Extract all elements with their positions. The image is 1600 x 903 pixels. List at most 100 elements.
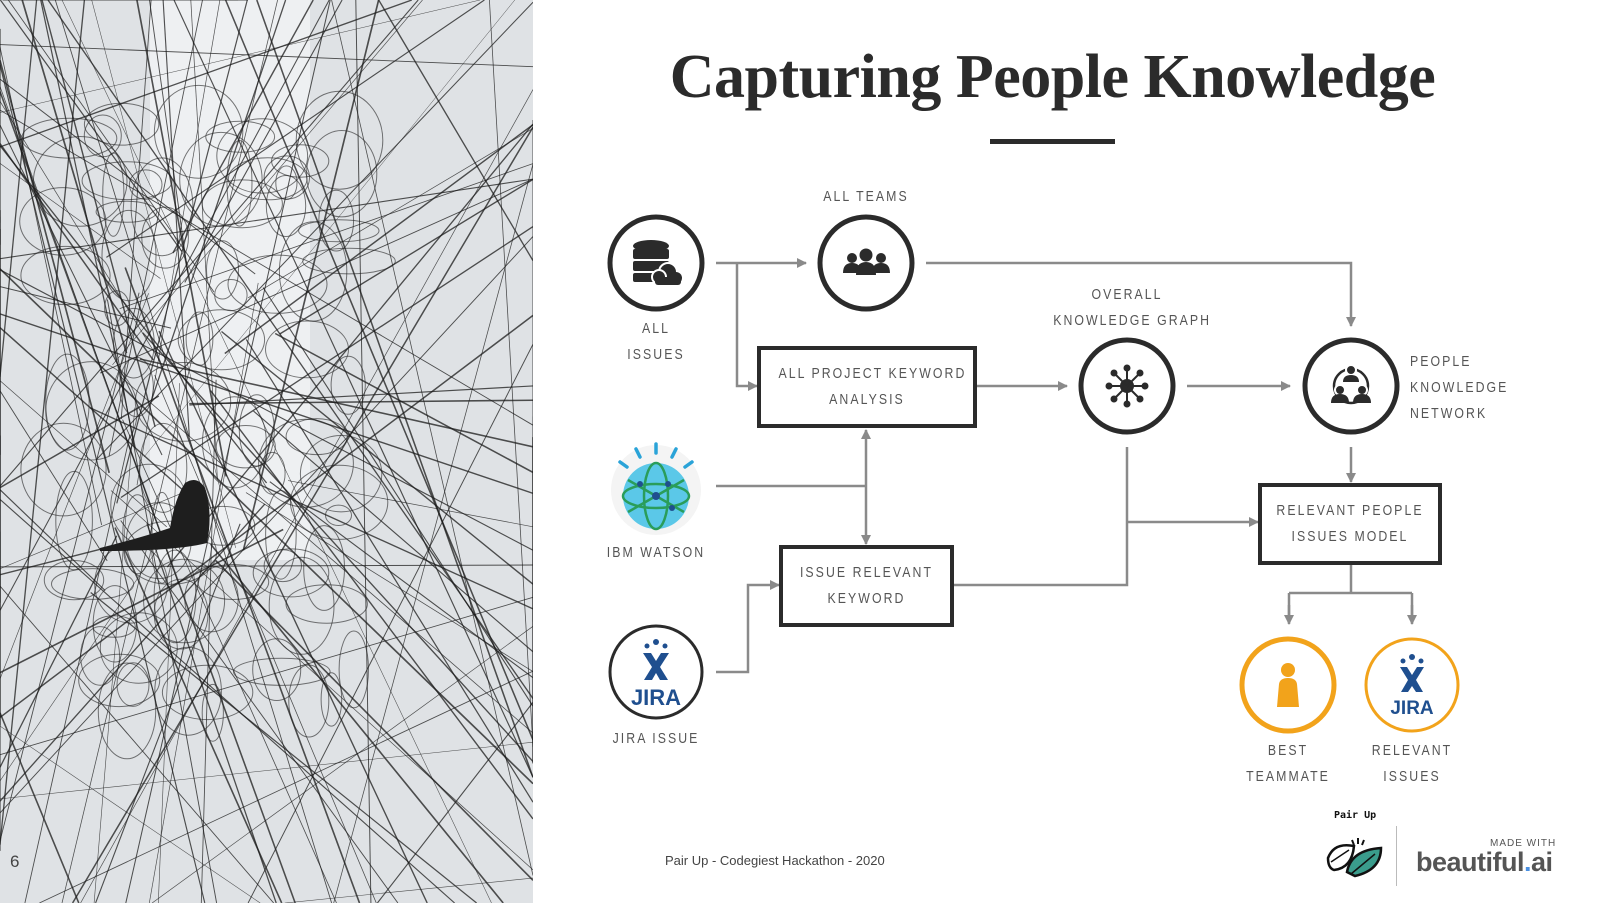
photo-detail: [177, 309, 266, 371]
all-teams-node: [817, 214, 915, 312]
connectors: [716, 258, 1417, 674]
photo-detail: [19, 187, 107, 256]
jira-logo-icon: JIRA: [1390, 654, 1434, 719]
photo-detail: [0, 535, 118, 768]
ibm-watson-node: [611, 442, 701, 535]
photo-detail: [92, 615, 136, 638]
photo-detail: [141, 206, 189, 269]
photo-detail: [116, 0, 248, 504]
photo-detail: [124, 267, 361, 903]
photo-detail: [189, 399, 533, 405]
photo-detail: [116, 662, 150, 707]
jira-issue-label: JIRA ISSUE: [612, 730, 700, 747]
beautiful-ai-logo[interactable]: beautiful.ai: [1416, 847, 1553, 877]
photo-detail: [153, 84, 244, 179]
photo-detail: [0, 293, 149, 680]
photo-detail: [149, 0, 189, 273]
photo-detail: [0, 91, 296, 903]
photo-detail: [226, 140, 253, 227]
photo-detail: [338, 630, 369, 709]
photo-detail: [139, 358, 533, 448]
photo-detail: [0, 564, 533, 568]
photo-detail: [275, 165, 298, 200]
slide-footer: Pair Up - Codegiest Hackathon - 2020: [665, 853, 885, 868]
photo-detail: [227, 254, 328, 314]
photo-detail: [0, 596, 533, 756]
photo-detail: [80, 626, 121, 686]
arrow-issues-to-keyword-analysis: [735, 263, 758, 391]
photo-detail: [123, 520, 217, 585]
photo-detail: [0, 292, 140, 842]
photo-detail: [0, 0, 419, 487]
photo-detail: [253, 410, 533, 653]
photo-detail: [0, 178, 533, 260]
photo-detail: [0, 0, 413, 148]
jira-logo-icon: JIRA: [631, 639, 681, 710]
photo-detail: [45, 361, 138, 461]
photo-detail: [112, 0, 423, 366]
photo-detail: [40, 0, 136, 449]
photo-detail: [247, 128, 533, 299]
hub-network-icon: [1105, 364, 1149, 408]
team-icon: [843, 248, 890, 275]
jira-issue-node: JIRA: [608, 624, 704, 720]
photo-detail: [95, 1, 533, 461]
photo-detail: [232, 657, 331, 686]
photo-detail: [489, 0, 533, 747]
made-with-label: MADE WITH: [1490, 838, 1557, 849]
photo-detail: [265, 320, 349, 379]
photo-detail: [120, 0, 152, 420]
photo-detail: [100, 479, 210, 551]
line-issue-keyword-to-graph: [954, 447, 1129, 587]
photo-detail: [268, 556, 335, 655]
photo-detail: [285, 584, 368, 624]
photo-detail: [41, 0, 156, 427]
photo-detail: [295, 90, 384, 190]
photo-detail: [128, 169, 163, 200]
photo-detail: [154, 646, 222, 736]
photo-detail: [161, 664, 254, 721]
photo-detail: [21, 117, 118, 159]
photo-detail: [298, 219, 380, 243]
photo-detail: [173, 0, 533, 778]
photo-detail: [179, 131, 263, 227]
photo-detail: [271, 144, 330, 178]
line-model-split: [1287, 565, 1414, 622]
photo-detail: [95, 200, 158, 223]
photo-detail: [154, 374, 377, 903]
photo-detail: [89, 407, 533, 610]
photo-detail: [0, 313, 533, 494]
photo-detail: [45, 353, 90, 451]
all-teams-label: ALL TEAMS: [823, 188, 909, 205]
logo-divider: [1396, 826, 1397, 886]
photo-detail: [252, 548, 330, 598]
photo-detail: [108, 0, 203, 457]
photo-detail: [151, 626, 533, 903]
title-underline: [990, 139, 1115, 144]
photo-detail: [113, 307, 155, 379]
photo-detail: [125, 0, 331, 903]
photo-detail: [97, 662, 157, 760]
photo-detail: [61, 0, 278, 903]
photo-detail: [90, 592, 477, 903]
photo-detail: [91, 0, 236, 548]
photo-detail: [306, 130, 378, 218]
photo-detail: [51, 568, 135, 600]
relevant-issues-node: JIRA: [1364, 637, 1460, 733]
photo-detail: [224, 0, 533, 741]
photo-detail: [106, 0, 485, 258]
ibm-watson-label: IBM WATSON: [606, 544, 706, 561]
photo-detail: [43, 560, 105, 601]
photo-detail: [206, 240, 239, 300]
photo-detail: [148, 282, 259, 903]
photo-detail: [0, 60, 111, 474]
photo-detail: [0, 0, 86, 845]
photo-detail: [119, 163, 533, 309]
photo-detail: [7, 0, 215, 293]
string-web-image: [0, 0, 533, 903]
photo-detail: [299, 435, 383, 513]
